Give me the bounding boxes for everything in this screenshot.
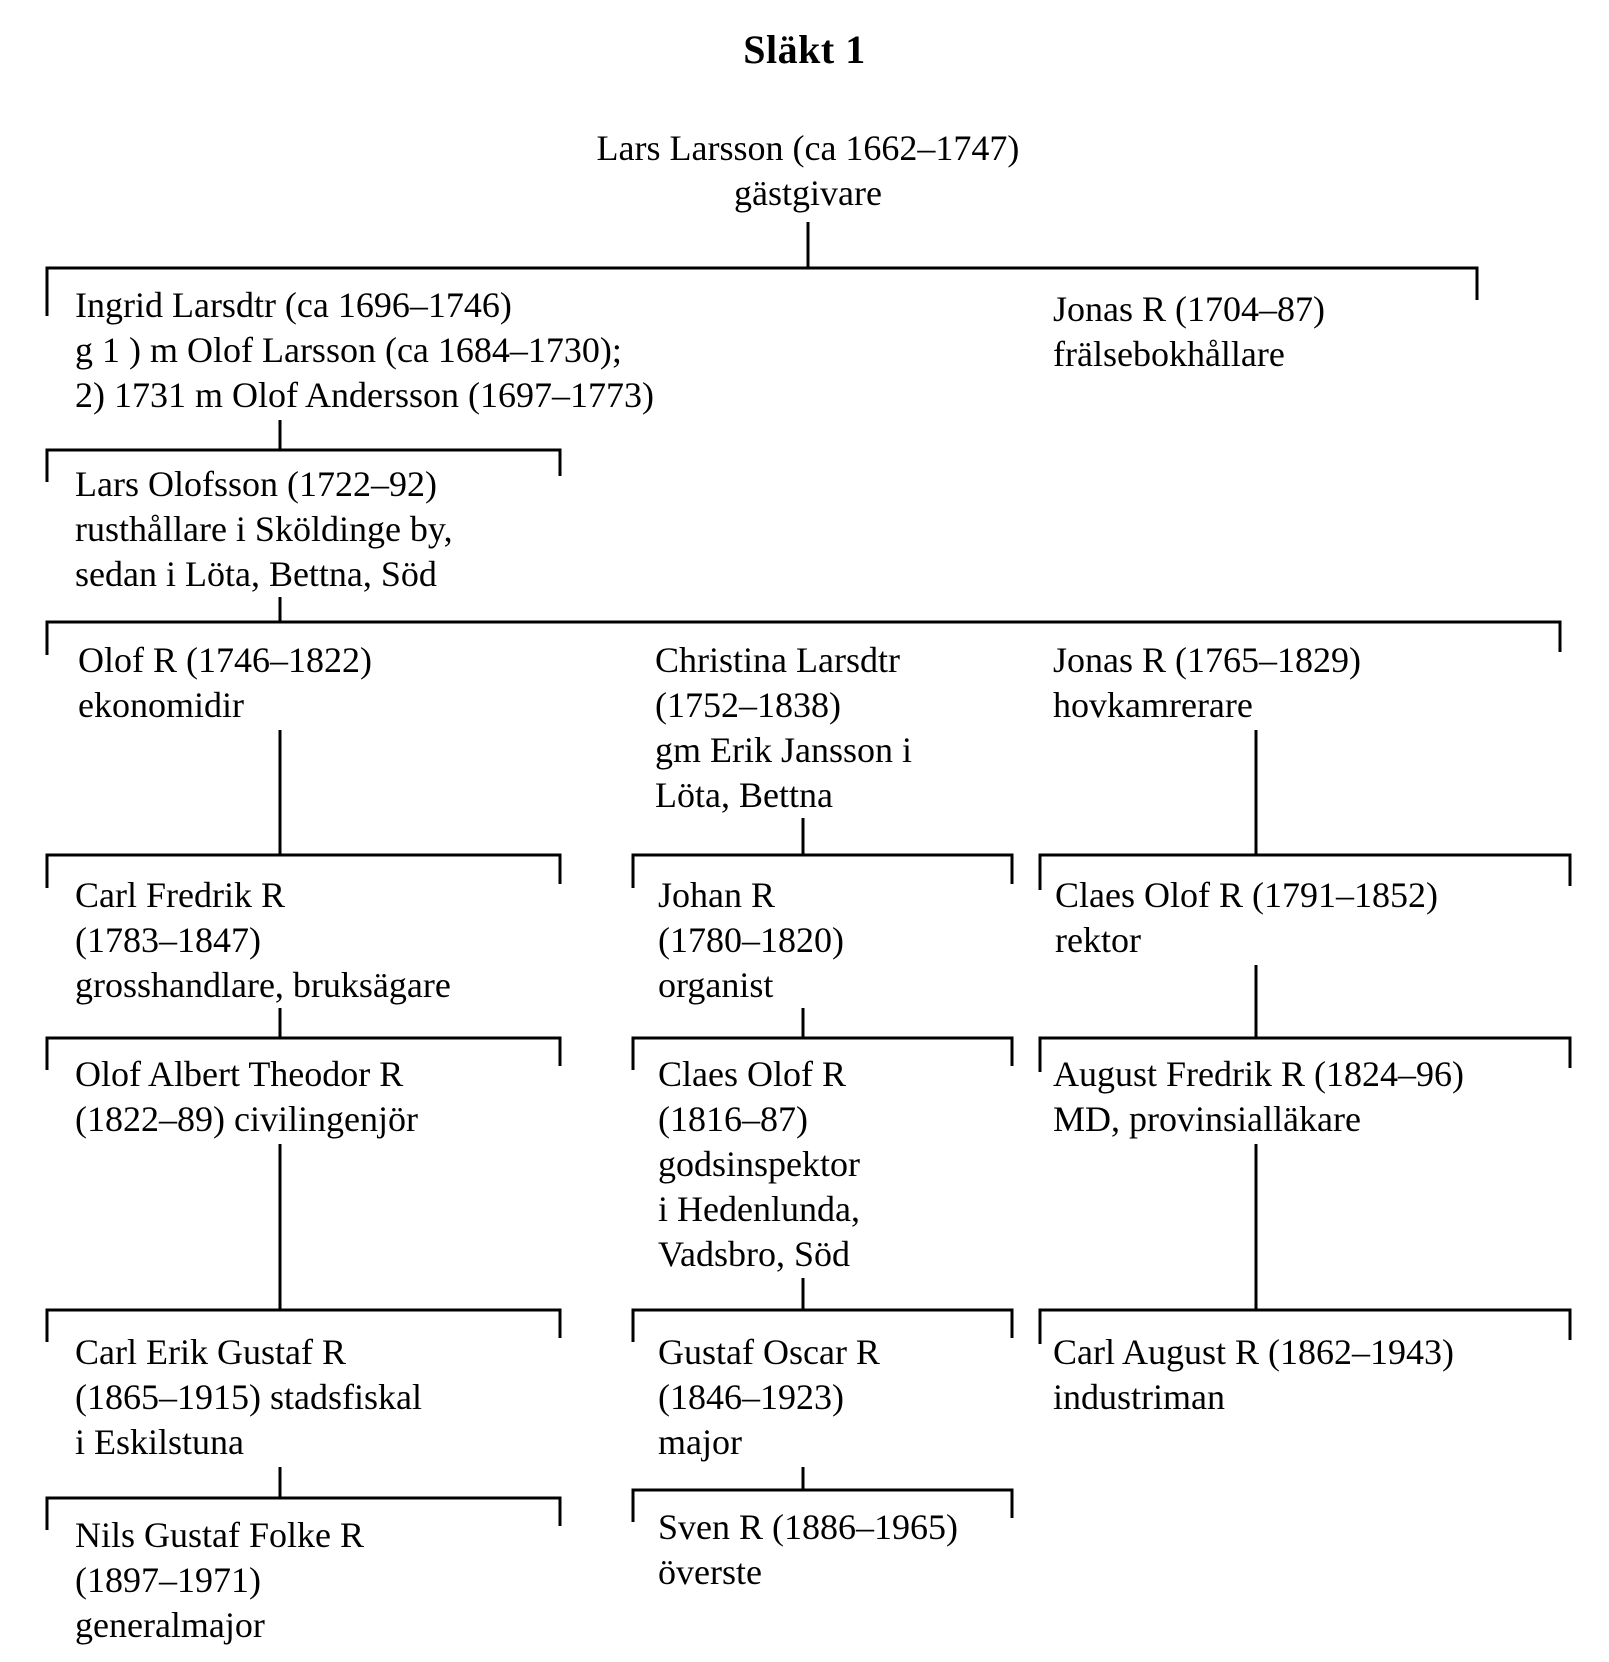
- person-detail-line: i Eskilstuna: [75, 1422, 244, 1462]
- person-name-line: Lars Olofsson (1722–92): [75, 464, 437, 504]
- person-detail-line: grosshandlare, bruksägare: [75, 965, 451, 1005]
- person-detail-line: godsinspektor: [658, 1144, 860, 1184]
- person-gustaf-oscar-r: Gustaf Oscar R (1846–1923) major: [658, 1330, 880, 1465]
- person-lars-olofsson: Lars Olofsson (1722–92) rusthållare i Sk…: [75, 462, 453, 597]
- person-detail-line: industriman: [1053, 1377, 1225, 1417]
- bracket-gen4-left: [45, 853, 562, 888]
- person-name-line: Sven R (1886–1965): [658, 1507, 958, 1547]
- person-claes-olof-r-1791: Claes Olof R (1791–1852) rektor: [1055, 873, 1438, 963]
- bracket-gen5-mid: [631, 1036, 1014, 1070]
- person-name-line: Carl Erik Gustaf R: [75, 1332, 346, 1372]
- person-name-line: Jonas R (1704–87): [1053, 289, 1325, 329]
- person-detail-line: överste: [658, 1552, 762, 1592]
- person-detail-line: Vadsbro, Söd: [658, 1234, 851, 1274]
- person-detail-line: (1783–1847): [75, 920, 261, 960]
- person-detail-line: (1865–1915) stadsfiskal: [75, 1377, 422, 1417]
- bracket-gen1: [45, 266, 1479, 316]
- person-detail-line: rusthållare i Sköldinge by,: [75, 509, 453, 549]
- person-johan-r: Johan R (1780–1820) organist: [658, 873, 844, 1008]
- person-name-line: August Fredrik R (1824–96): [1053, 1054, 1464, 1094]
- person-name-line: Olof Albert Theodor R: [75, 1054, 404, 1094]
- person-detail-line: generalmajor: [75, 1605, 265, 1645]
- person-detail-line: Löta, Bettna: [655, 775, 833, 815]
- person-name-line: Claes Olof R: [658, 1054, 846, 1094]
- person-nils-gustaf-folke-r: Nils Gustaf Folke R (1897–1971) generalm…: [75, 1513, 364, 1648]
- person-detail-line: g 1 ) m Olof Larsson (ca 1684–1730);: [75, 330, 622, 370]
- person-christina-larsdtr: Christina Larsdtr (1752–1838) gm Erik Ja…: [655, 638, 912, 818]
- person-detail-line: i Hedenlunda,: [658, 1189, 860, 1229]
- bracket-gen5-right: [1038, 1036, 1572, 1072]
- bracket-gen3: [45, 620, 1562, 655]
- bracket-gen4-mid: [631, 853, 1014, 888]
- person-jonas-r-1765: Jonas R (1765–1829) hovkamrerare: [1053, 638, 1361, 728]
- person-name-line: Gustaf Oscar R: [658, 1332, 880, 1372]
- person-detail-line: sedan i Löta, Bettna, Söd: [75, 554, 437, 594]
- person-lars-larsson-root: Lars Larsson (ca 1662–1747) gästgivare: [508, 126, 1108, 216]
- person-name-line: Ingrid Larsdtr (ca 1696–1746): [75, 285, 512, 325]
- person-claes-olof-r-1816: Claes Olof R (1816–87) godsinspektor i H…: [658, 1052, 860, 1277]
- bracket-gen4-right: [1038, 853, 1572, 890]
- person-detail-line: 2) 1731 m Olof Andersson (1697–1773): [75, 375, 654, 415]
- bracket-gen6-left: [45, 1308, 562, 1342]
- page-title: Släkt 1: [743, 27, 866, 72]
- bracket-gen6-mid: [631, 1308, 1014, 1342]
- person-name-line: Johan R: [658, 875, 775, 915]
- person-sven-r: Sven R (1886–1965) överste: [658, 1505, 958, 1595]
- person-name-line: Claes Olof R (1791–1852): [1055, 875, 1438, 915]
- bracket-gen2-left: [45, 448, 562, 482]
- person-detail-line: MD, provinsialläkare: [1053, 1099, 1361, 1139]
- person-name-line: Carl Fredrik R: [75, 875, 285, 915]
- person-detail-line: (1780–1820): [658, 920, 844, 960]
- bracket-gen7-mid: [631, 1488, 1014, 1522]
- person-detail-line: organist: [658, 965, 774, 1005]
- person-detail-line: major: [658, 1422, 742, 1462]
- bracket-gen5-left: [45, 1036, 562, 1070]
- bracket-gen6-right: [1038, 1308, 1572, 1344]
- person-detail-line: frälsebokhållare: [1053, 334, 1285, 374]
- person-detail-line: (1752–1838): [655, 685, 841, 725]
- person-detail-line: gästgivare: [734, 173, 882, 213]
- person-detail-line: (1897–1971): [75, 1560, 261, 1600]
- person-jonas-r-1704: Jonas R (1704–87) frälsebokhållare: [1053, 287, 1325, 377]
- person-detail-line: ekonomidir: [78, 685, 244, 725]
- person-detail-line: hovkamrerare: [1053, 685, 1253, 725]
- person-name-line: Olof R (1746–1822): [78, 640, 372, 680]
- person-detail-line: (1846–1923): [658, 1377, 844, 1417]
- person-olof-r: Olof R (1746–1822) ekonomidir: [78, 638, 372, 728]
- person-detail-line: gm Erik Jansson i: [655, 730, 912, 770]
- person-olof-albert-theodor-r: Olof Albert Theodor R (1822–89) civiling…: [75, 1052, 418, 1142]
- person-name-line: Lars Larsson (ca 1662–1747): [596, 128, 1020, 168]
- person-ingrid-larsdtr: Ingrid Larsdtr (ca 1696–1746) g 1 ) m Ol…: [75, 283, 654, 418]
- person-carl-fredrik-r: Carl Fredrik R (1783–1847) grosshandlare…: [75, 873, 451, 1008]
- person-august-fredrik-r: August Fredrik R (1824–96) MD, provinsia…: [1053, 1052, 1464, 1142]
- person-name-line: Carl August R (1862–1943): [1053, 1332, 1454, 1372]
- person-name-line: Christina Larsdtr: [655, 640, 900, 680]
- person-detail-line: rektor: [1055, 920, 1141, 960]
- person-detail-line: (1822–89) civilingenjör: [75, 1099, 418, 1139]
- person-carl-august-r: Carl August R (1862–1943) industriman: [1053, 1330, 1454, 1420]
- person-carl-erik-gustaf-r: Carl Erik Gustaf R (1865–1915) stadsfisk…: [75, 1330, 422, 1465]
- person-name-line: Jonas R (1765–1829): [1053, 640, 1361, 680]
- person-detail-line: (1816–87): [658, 1099, 808, 1139]
- person-name-line: Nils Gustaf Folke R: [75, 1515, 365, 1555]
- bracket-gen7-left: [45, 1496, 562, 1530]
